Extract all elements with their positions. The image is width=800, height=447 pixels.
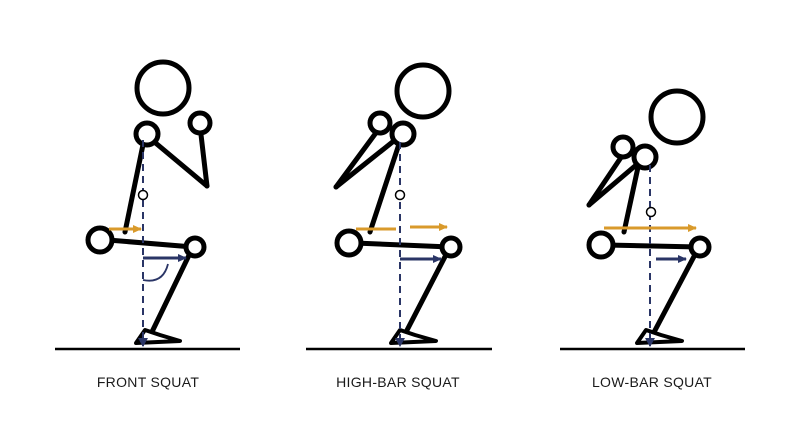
caption-low-bar-squat: LOW-BAR SQUAT [591,374,713,390]
shin-angle-arc [142,263,169,282]
plumb-arrowhead [645,338,655,347]
hand [610,134,636,160]
stick-figure [333,62,463,345]
low-bar-squat-figure [560,88,745,351]
center-of-mass [137,189,149,201]
head [648,88,706,146]
caption-high-bar-squat: HIGH-BAR SQUAT [336,374,460,390]
plumb-arrowhead [138,338,148,347]
high-bar-squat-figure [306,62,492,351]
center-of-mass [394,189,406,201]
hand [367,110,393,136]
knee-joint [439,235,463,259]
shoulder-joint [631,143,659,171]
hip-joint [334,228,364,258]
hip-joint [586,230,616,260]
hand [187,110,213,136]
head [394,62,452,120]
plumb-arrowhead [395,338,405,347]
stick-figure [85,59,213,345]
caption-front-squat: FRONT SQUAT [96,374,200,390]
knee-joint [183,235,207,259]
hip-joint [85,225,115,255]
center-of-mass [645,206,657,218]
shoulder-joint [389,120,417,148]
knee-joint [688,235,712,259]
shoulder-joint [133,120,161,148]
stick-figure [586,88,712,345]
front-squat-figure [55,59,240,351]
head [134,59,192,117]
